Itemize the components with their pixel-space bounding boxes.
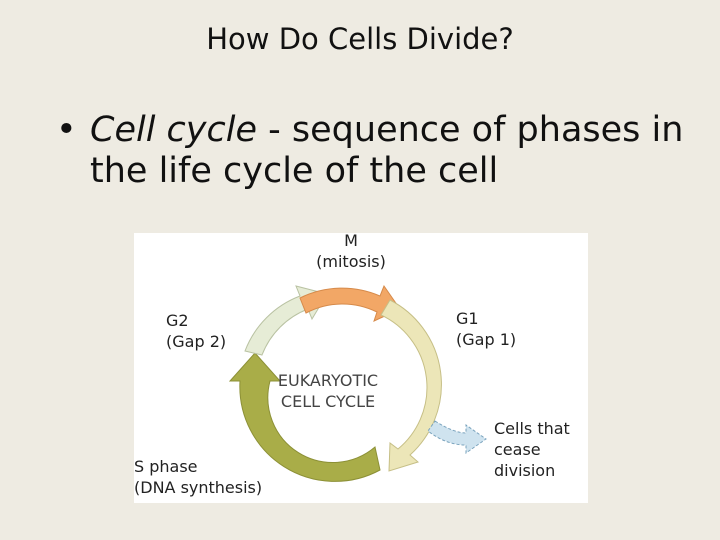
s-phase-name: S phase <box>134 457 262 478</box>
g1-phase-sub: (Gap 1) <box>456 330 516 351</box>
g1-phase-label: G1 (Gap 1) <box>456 309 516 351</box>
center-label: EUKARYOTIC CELL CYCLE <box>268 371 388 413</box>
exit-label-line2: cease <box>494 440 570 461</box>
bullet-text: Cell cycle - sequence of phases in the l… <box>90 110 690 192</box>
exit-label-line1: Cells that <box>494 419 570 440</box>
g2-phase-name: G2 <box>166 311 226 332</box>
bullet-term: Cell cycle <box>90 110 257 150</box>
cell-cycle-diagram: M (mitosis) G2 (Gap 2) G1 (Gap 1) EUKARY… <box>134 233 588 503</box>
g1-phase-arc <box>381 300 441 471</box>
g1-phase-name: G1 <box>456 309 516 330</box>
m-phase-label: M (mitosis) <box>306 231 396 273</box>
bullet-dot: • <box>56 110 77 151</box>
g2-phase-label: G2 (Gap 2) <box>166 311 226 353</box>
slide-title: How Do Cells Divide? <box>0 22 720 56</box>
s-phase-sub: (DNA synthesis) <box>134 478 262 499</box>
m-phase-name: M <box>306 231 396 252</box>
exit-label: Cells that cease division <box>494 419 570 481</box>
center-label-line1: EUKARYOTIC <box>268 371 388 392</box>
s-phase-label: S phase (DNA synthesis) <box>134 457 262 499</box>
center-label-line2: CELL CYCLE <box>268 392 388 413</box>
exit-arrow <box>428 421 486 453</box>
exit-label-line3: division <box>494 461 570 482</box>
g2-phase-sub: (Gap 2) <box>166 332 226 353</box>
m-phase-sub: (mitosis) <box>306 252 396 273</box>
